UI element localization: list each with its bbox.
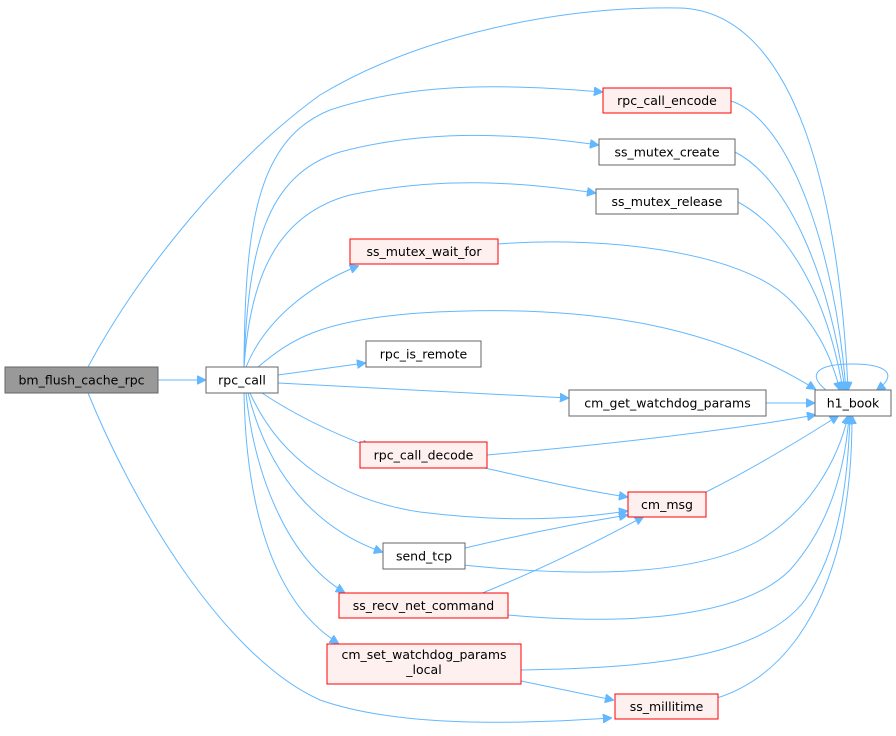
node-label-rpc-call-encode: rpc_call_encode [617, 93, 717, 108]
edge-ss_mutex_release-h1_book [737, 201, 843, 390]
edge-send_tcp-cm_msg [464, 515, 627, 549]
edge-ss_mutex_wait_for-h1_book [497, 241, 840, 390]
edge-cm_set_watchdog_params_local-ss_millitime [520, 680, 613, 700]
node-rpc-call[interactable]: rpc_call [205, 366, 279, 394]
node-ss-recv-net-command[interactable]: ss_recv_net_command [338, 592, 509, 619]
node-bm-flush-cache-rpc[interactable]: bm_flush_cache_rpc [4, 366, 159, 394]
node-cm-set-watchdog-params-local[interactable]: cm_set_watchdog_params _local [326, 643, 522, 685]
edge-send_tcp-h1_book [462, 416, 848, 573]
node-label-cm-msg: cm_msg [641, 497, 693, 512]
edge-bm_flush_cache_rpc-h1_book [87, 7, 848, 390]
node-layer: bm_flush_cache_rpc rpc_call rpc_call_enc… [4, 87, 892, 720]
node-label-cm-set-watchdog-params-line1: cm_set_watchdog_params [341, 647, 506, 662]
edge-h1_book-self [815, 363, 889, 390]
node-label-ss-mutex-create: ss_mutex_create [614, 145, 719, 160]
edge-rpc_call-ss_mutex_release [243, 182, 595, 368]
edge-ss_recv_net_command-cm_msg [479, 517, 643, 595]
edge-rpc_call_decode-h1_book [486, 415, 815, 456]
node-cm-get-watchdog-params[interactable]: cm_get_watchdog_params [568, 389, 767, 417]
edge-cm_msg-h1_book [705, 416, 838, 493]
edge-rpc_call-ss_recv_net_command [245, 392, 344, 592]
edge-rpc_call-h1_book [257, 310, 815, 389]
edge-rpc_call-rpc_call_decode [261, 392, 370, 447]
node-label-ss-mutex-wait-for: ss_mutex_wait_for [366, 244, 482, 259]
node-rpc-is-remote[interactable]: rpc_is_remote [365, 340, 482, 368]
edge-rpc_call-ss_mutex_create [243, 134, 598, 368]
edge-ss_millitime-h1_book [716, 416, 852, 699]
edge-rpc_call-rpc_is_remote [277, 363, 365, 376]
node-label-bm-flush-cache-rpc: bm_flush_cache_rpc [18, 373, 144, 388]
node-label-cm-set-watchdog-params-line2: _local [405, 662, 441, 677]
edge-rpc_call_decode-cm_msg [479, 466, 627, 497]
edge-ss_mutex_create-h1_book [734, 151, 845, 390]
node-label-send-tcp: send_tcp [396, 549, 452, 564]
node-rpc-call-decode[interactable]: rpc_call_decode [359, 441, 488, 469]
node-rpc-call-encode[interactable]: rpc_call_encode [602, 87, 732, 114]
node-label-ss-recv-net-command: ss_recv_net_command [353, 598, 495, 613]
edge-ss_recv_net_command-h1_book [507, 416, 849, 620]
node-label-h1-book: h1_book [827, 396, 880, 411]
edge-layer [87, 7, 889, 722]
edge-rpc_call-cm_msg [249, 392, 627, 520]
node-ss-mutex-create[interactable]: ss_mutex_create [598, 138, 736, 166]
node-ss-mutex-release[interactable]: ss_mutex_release [595, 188, 739, 215]
node-label-rpc-call-decode: rpc_call_decode [374, 448, 474, 463]
edge-bm_flush_cache_rpc-ss_millitime [87, 392, 611, 722]
node-ss-mutex-wait-for[interactable]: ss_mutex_wait_for [349, 238, 499, 265]
edge-rpc_call-ss_mutex_wait_for [245, 266, 358, 368]
edge-rpc_call-rpc_call_encode [243, 86, 602, 368]
edge-rpc_call_encode-h1_book [730, 100, 846, 390]
node-label-cm-get-watchdog-params: cm_get_watchdog_params [584, 396, 751, 411]
node-h1-book[interactable]: h1_book [814, 389, 892, 417]
node-label-rpc-is-remote: rpc_is_remote [380, 347, 468, 362]
node-ss-millitime[interactable]: ss_millitime [614, 693, 719, 720]
edge-rpc_call-cm_set_watchdog_params_local [243, 392, 338, 643]
edge-rpc_call-cm_get_watchdog_params [277, 382, 568, 398]
edge-cm_set_watchdog_params_local-h1_book [520, 416, 850, 671]
node-label-ss-mutex-release: ss_mutex_release [612, 194, 723, 209]
edge-rpc_call-send_tcp [247, 392, 382, 552]
node-label-ss-millitime: ss_millitime [630, 699, 704, 714]
node-send-tcp[interactable]: send_tcp [382, 542, 466, 570]
node-label-rpc-call: rpc_call [218, 373, 266, 388]
node-cm-msg[interactable]: cm_msg [627, 491, 707, 518]
